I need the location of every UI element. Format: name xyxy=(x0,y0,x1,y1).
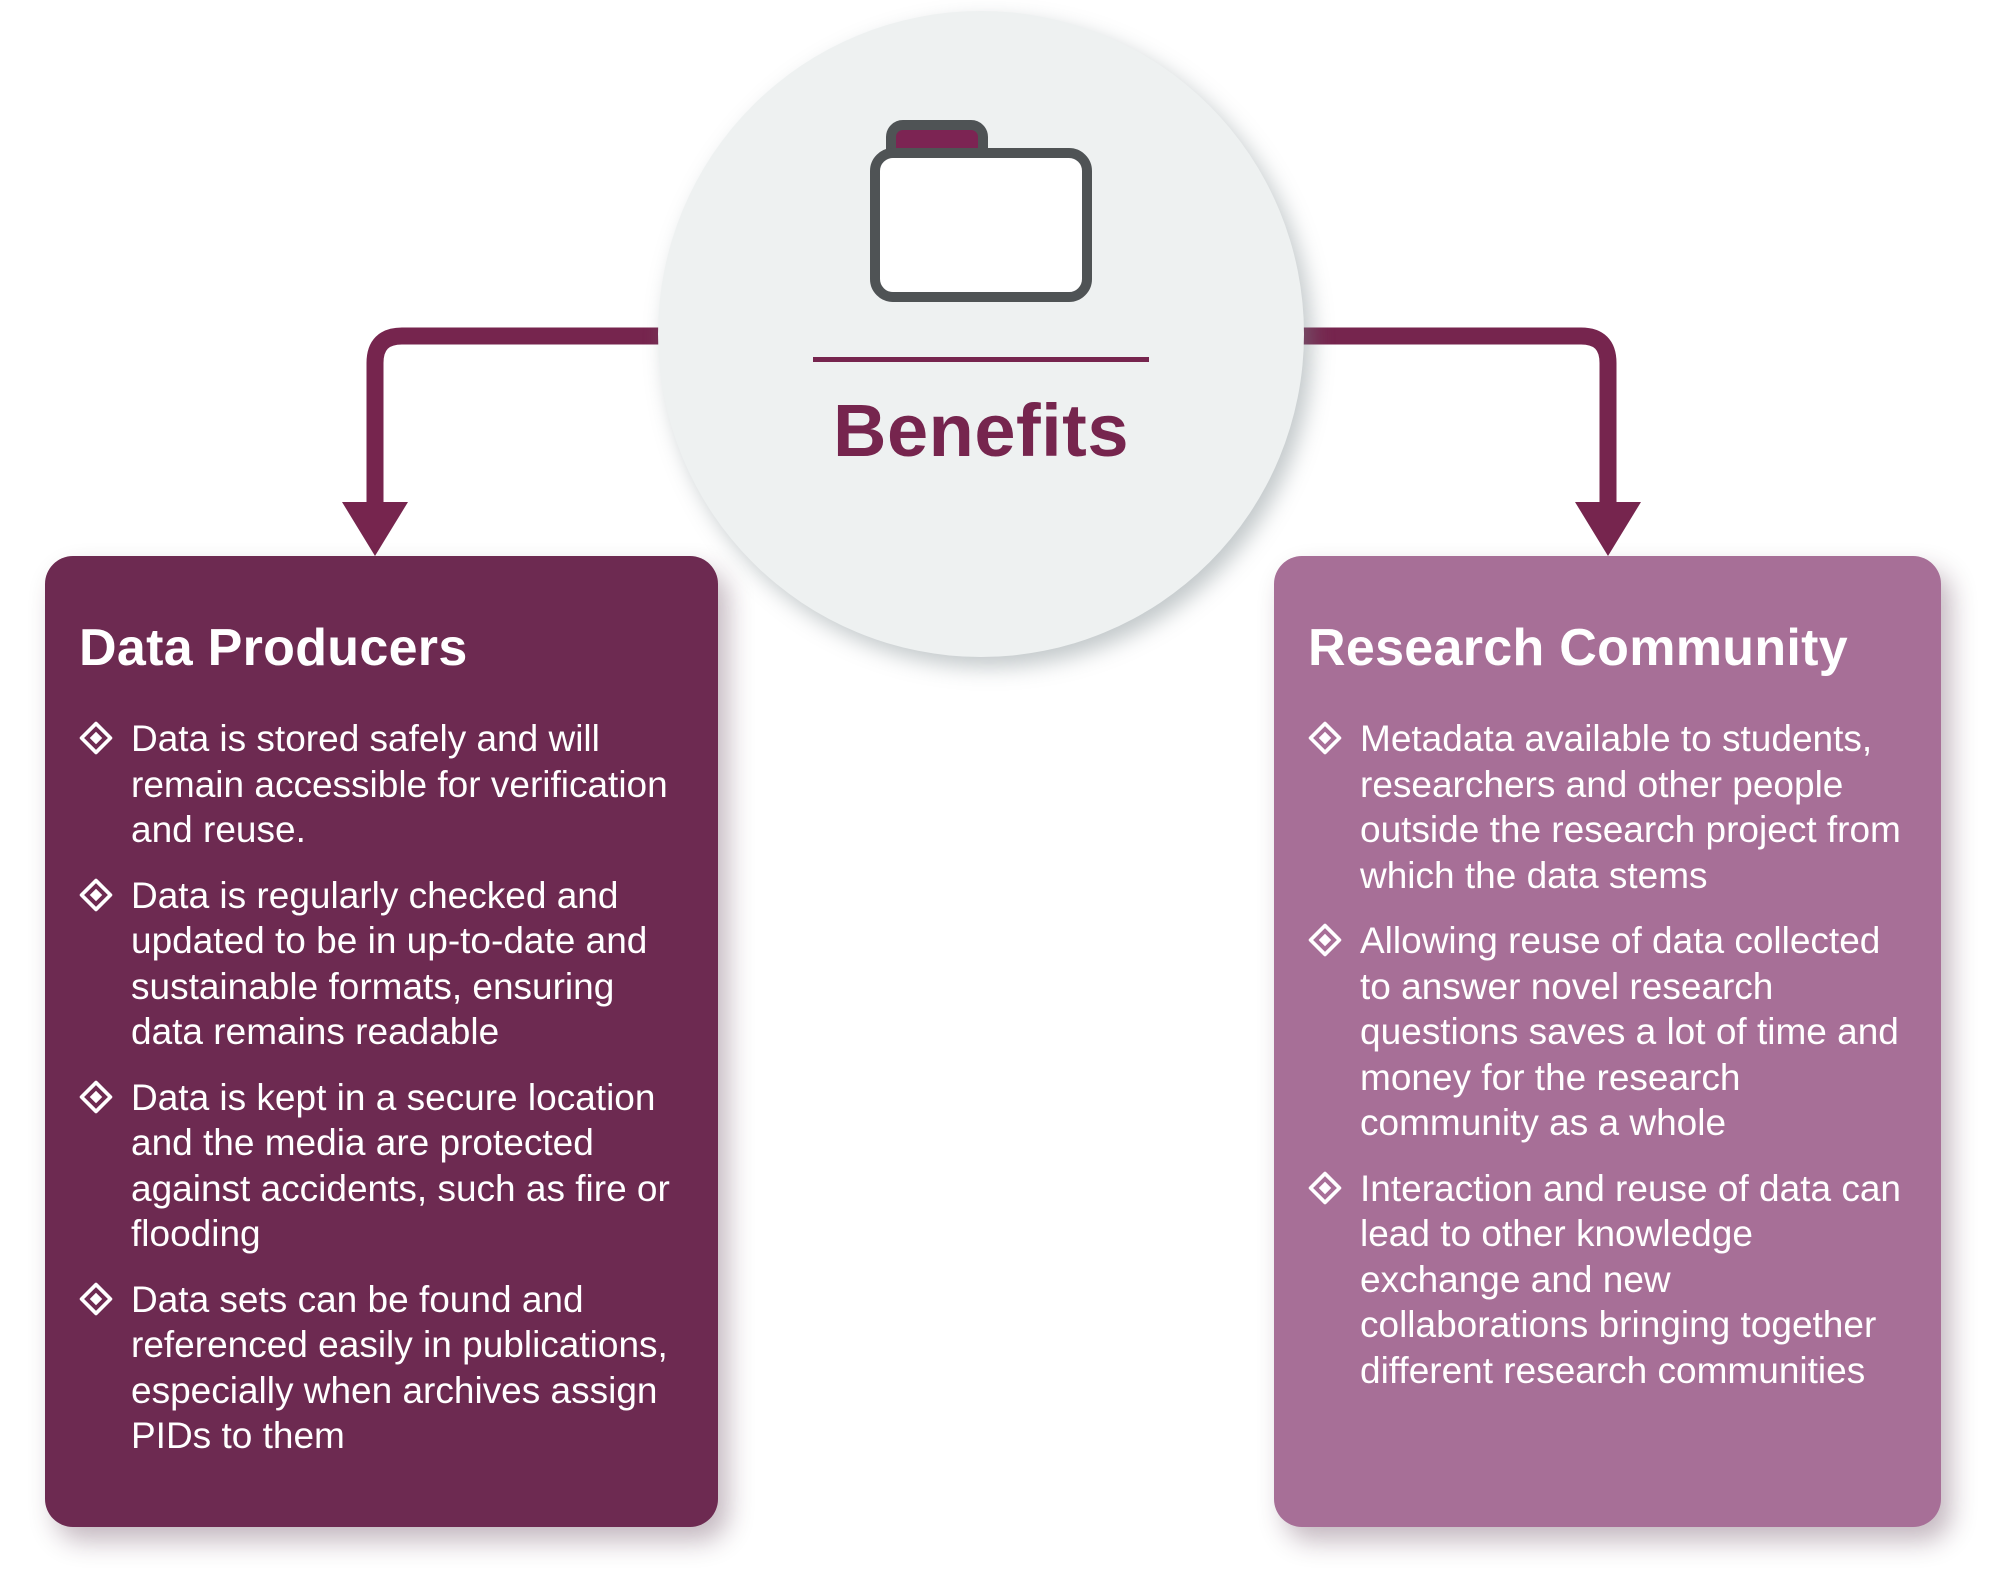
left-arrow-head xyxy=(342,502,408,556)
right-arrow-line xyxy=(1250,327,1617,506)
diamond-bullet-icon xyxy=(79,878,113,912)
benefit-text: Interaction and reuse of data can lead t… xyxy=(1360,1167,1901,1391)
diamond-bullet-icon xyxy=(79,1282,113,1316)
research-community-list: Metadata available to students, research… xyxy=(1308,716,1907,1393)
benefits-circle: Benefits xyxy=(658,11,1304,657)
benefit-item: Data is regularly checked and updated to… xyxy=(79,873,684,1055)
benefit-item: Interaction and reuse of data can lead t… xyxy=(1308,1166,1907,1394)
research-community-card: Research Community Metadata available to… xyxy=(1274,556,1941,1527)
benefits-title: Benefits xyxy=(833,389,1129,472)
connector-arrows xyxy=(342,327,1641,556)
divider-line xyxy=(813,357,1149,362)
benefit-text: Data is stored safely and will remain ac… xyxy=(131,718,668,850)
benefit-item: Data is stored safely and will remain ac… xyxy=(79,716,684,853)
data-producers-list: Data is stored safely and will remain ac… xyxy=(79,716,684,1459)
benefit-item: Allowing reuse of data collected to answ… xyxy=(1308,918,1907,1146)
diamond-bullet-icon xyxy=(1308,923,1342,957)
data-producers-card: Data Producers Data is stored safely and… xyxy=(45,556,718,1527)
diamond-bullet-icon xyxy=(79,1080,113,1114)
benefit-text: Data is kept in a secure location and th… xyxy=(131,1076,670,1255)
benefit-item: Data sets can be found and referenced ea… xyxy=(79,1277,684,1459)
data-producers-title: Data Producers xyxy=(79,619,468,677)
diamond-bullet-icon xyxy=(1308,1171,1342,1205)
research-community-title: Research Community xyxy=(1308,619,1848,677)
benefit-text: Allowing reuse of data collected to answ… xyxy=(1360,920,1899,1143)
right-arrow-head xyxy=(1575,502,1641,556)
benefit-text: Data is regularly checked and updated to… xyxy=(131,874,648,1053)
folder-icon xyxy=(870,120,1092,302)
diamond-bullet-icon xyxy=(1308,721,1342,755)
benefit-item: Metadata available to students, research… xyxy=(1308,716,1907,898)
diamond-bullet-icon xyxy=(79,721,113,755)
benefit-text: Metadata available to students, research… xyxy=(1360,718,1901,896)
benefit-text: Data sets can be found and referenced ea… xyxy=(131,1278,668,1457)
left-arrow-line xyxy=(366,327,720,506)
benefit-item: Data is kept in a secure location and th… xyxy=(79,1075,684,1257)
